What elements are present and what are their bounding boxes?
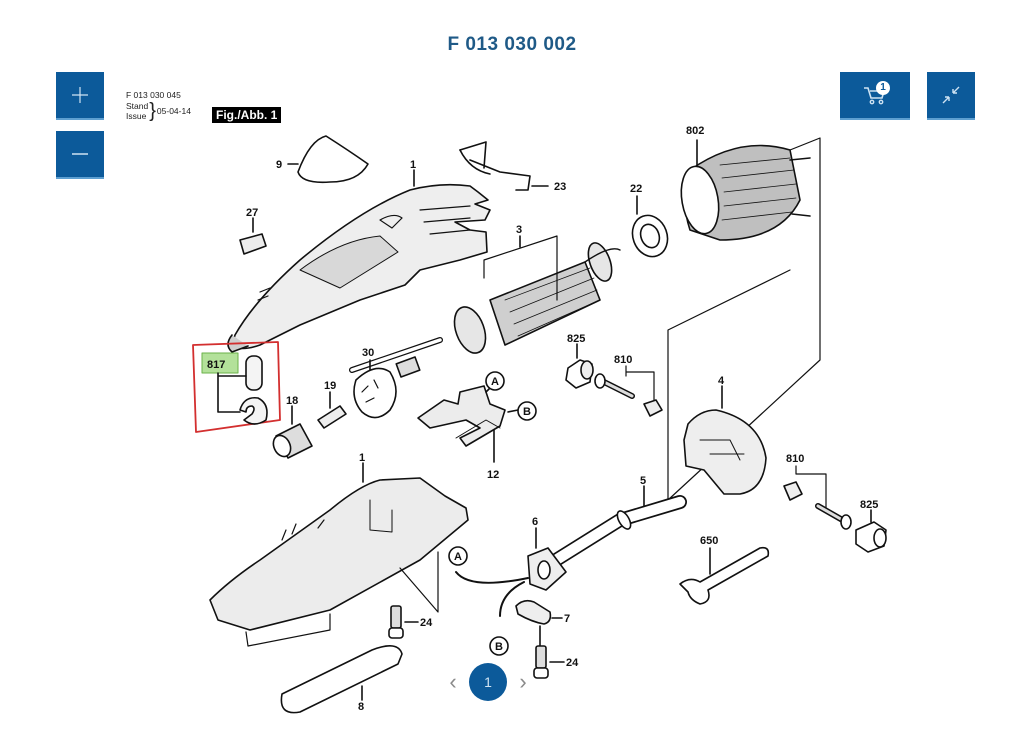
callout-A-lower[interactable]: A [454, 551, 462, 563]
issue-label: Issue [126, 111, 147, 121]
callout-22[interactable]: 22 [630, 183, 642, 195]
callout-8[interactable]: 8 [358, 701, 364, 713]
callout-5[interactable]: 5 [640, 475, 646, 487]
callout-19[interactable]: 19 [324, 380, 336, 392]
callout-802[interactable]: 802 [686, 125, 704, 137]
callout-27[interactable]: 27 [246, 207, 258, 219]
part-8-cover[interactable] [280, 645, 403, 714]
part-6-strain-relief[interactable] [455, 527, 567, 617]
part-810-screw-nut[interactable] [594, 365, 663, 417]
figure-label: Fig./Abb. 1 [212, 107, 282, 123]
part-9-cap[interactable] [287, 135, 369, 184]
cart-count-badge: 1 [876, 81, 890, 95]
callout-23[interactable]: 23 [554, 181, 566, 193]
pagination: ‹ 1 › [445, 663, 531, 701]
minus-icon [72, 153, 88, 155]
part-3-armature[interactable] [349, 235, 621, 378]
part-12-brush-holder[interactable] [417, 385, 519, 463]
callout-4[interactable]: 4 [718, 375, 725, 387]
callout-B-upper[interactable]: B [523, 406, 531, 418]
brace: } [149, 100, 156, 122]
part-7-clamp[interactable] [515, 599, 563, 647]
callout-24-right[interactable]: 24 [566, 657, 579, 669]
part-24-screw-b[interactable] [533, 645, 565, 679]
callout-24-left[interactable]: 24 [420, 617, 433, 629]
drawing-part-number: F 013 030 045 [126, 90, 181, 100]
callout-810-lower[interactable]: 810 [786, 453, 804, 465]
part-19-collet[interactable] [317, 391, 347, 429]
callout-9[interactable]: 9 [276, 159, 282, 171]
part-18-collet-nut[interactable] [270, 405, 313, 459]
collapse-arrows-icon [942, 86, 960, 104]
callout-1-bottom[interactable]: 1 [359, 452, 365, 464]
cart-button[interactable]: 1 [840, 72, 910, 120]
part-817-brush-set[interactable] [192, 341, 281, 433]
part-4-brush-plate[interactable] [683, 385, 767, 495]
callout-A-upper[interactable]: A [491, 376, 499, 388]
part-650-wrench[interactable] [679, 546, 770, 605]
part-30-shaft-lock[interactable] [353, 359, 397, 419]
callout-810-upper[interactable]: 810 [614, 354, 632, 366]
callout-6[interactable]: 6 [532, 516, 538, 528]
callout-7[interactable]: 7 [564, 613, 570, 625]
part-825-bearing-cap[interactable] [565, 343, 594, 389]
part-825-bearing-cap-b[interactable] [855, 509, 887, 553]
callout-B-lower[interactable]: B [495, 641, 503, 653]
plus-icon [72, 87, 88, 103]
callout-1-top[interactable]: 1 [410, 159, 416, 171]
part-1-housing-top[interactable] [227, 169, 491, 353]
chevron-right-icon[interactable]: › [519, 669, 527, 694]
chevron-left-icon[interactable]: ‹ [449, 669, 457, 694]
callout-817[interactable]: 817 [207, 359, 225, 371]
part-22-bearing[interactable] [627, 195, 673, 262]
callout-12[interactable]: 12 [487, 469, 499, 481]
zoom-out-button[interactable] [56, 131, 104, 179]
part-1-housing-bottom[interactable] [209, 462, 469, 647]
callout-30[interactable]: 30 [362, 347, 374, 359]
callout-3[interactable]: 3 [516, 224, 522, 236]
stand-label: Stand [126, 101, 149, 111]
part-5-cord[interactable] [533, 485, 687, 577]
drawing-meta: F 013 030 045 Stand Issue } 05-04-14 [126, 90, 191, 121]
page-1-button[interactable]: 1 [469, 663, 507, 701]
part-810-screw-nut-b[interactable] [783, 465, 852, 530]
collapse-button[interactable] [927, 72, 975, 120]
callout-650[interactable]: 650 [700, 535, 718, 547]
part-27-clip[interactable] [239, 217, 267, 255]
page-title: F 013 030 002 [447, 34, 577, 55]
part-23-clip[interactable] [459, 141, 549, 191]
callout-18[interactable]: 18 [286, 395, 298, 407]
issue-date: 05-04-14 [156, 106, 191, 116]
callout-825-upper[interactable]: 825 [567, 333, 585, 345]
part-802-field-coil[interactable] [676, 139, 811, 241]
zoom-in-button[interactable] [56, 72, 104, 120]
callout-825-lower[interactable]: 825 [860, 499, 878, 511]
part-24-screw[interactable] [388, 605, 419, 639]
